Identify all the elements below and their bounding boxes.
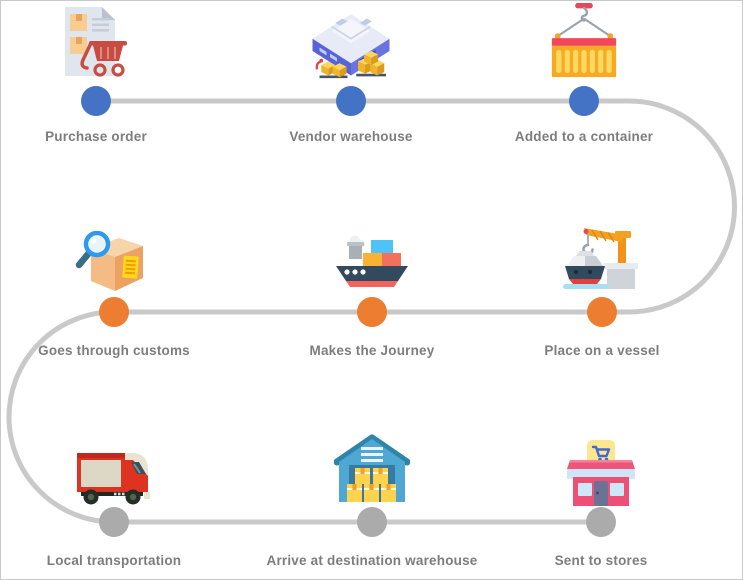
customs-document: [122, 255, 139, 279]
step-label: Purchase order: [45, 129, 147, 144]
step-dot: [336, 86, 366, 116]
shipping-container-hook-icon: [551, 3, 617, 78]
vendor-warehouse-icon: [312, 14, 390, 79]
step-label: Place on a vessel: [544, 343, 660, 358]
step-dot: [587, 297, 617, 327]
step-label: Vendor warehouse: [289, 129, 413, 144]
stacked-boxes: [347, 468, 396, 502]
pallet-boxes-left: [315, 58, 348, 79]
harbor-crane-icon: [563, 228, 638, 289]
step-label: Arrive at destination warehouse: [266, 553, 478, 568]
cargo-ship-icon: [336, 235, 408, 287]
customs-inspection-icon: [75, 231, 143, 291]
pallet-boxes-right: [356, 51, 386, 77]
step-dot: [357, 507, 387, 537]
cart-sign-glyph: [591, 445, 611, 458]
step-label: Makes the Journey: [309, 343, 435, 358]
step-dot: [99, 297, 129, 327]
step-label: Local transportation: [46, 553, 182, 568]
step-label: Sent to stores: [554, 553, 648, 568]
storefront-icon: [567, 440, 635, 506]
step-label: Goes through customs: [38, 343, 190, 358]
step-dot: [569, 86, 599, 116]
step-dot: [586, 507, 616, 537]
purchase-order-document-cart-icon: [65, 7, 127, 77]
step-dot: [81, 86, 111, 116]
delivery-truck-icon: [77, 453, 150, 505]
step-dot: [357, 297, 387, 327]
step-dot: [99, 507, 129, 537]
destination-warehouse-icon: [334, 434, 410, 502]
step-label: Added to a container: [514, 129, 654, 144]
magnifier-handle: [75, 250, 92, 269]
